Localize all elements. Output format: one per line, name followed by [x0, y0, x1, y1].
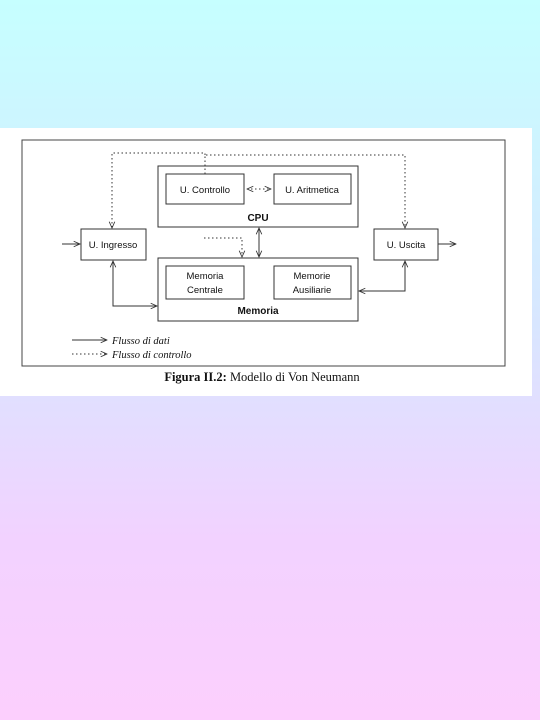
output-unit-label: U. Uscita — [387, 240, 426, 251]
arithmetic-unit-box — [273, 173, 352, 205]
auxiliary-memory-label-2: Ausiliarie — [293, 285, 332, 296]
memory-box — [157, 257, 359, 322]
central-memory-box — [165, 265, 245, 300]
control-to-memory-link — [204, 237, 242, 257]
figure-panel: U. Controllo U. Aritmetica CPU Memoria C… — [0, 128, 532, 396]
cpu-label: CPU — [247, 213, 268, 224]
arithmetic-unit-label: U. Aritmetica — [285, 185, 340, 196]
figure-caption-prefix: Figura II.2: — [164, 370, 227, 384]
von-neumann-diagram: U. Controllo U. Aritmetica CPU Memoria C… — [21, 139, 506, 384]
auxiliary-memory-label-1: Memorie — [294, 271, 331, 282]
control-unit-label: U. Controllo — [180, 185, 230, 196]
central-memory-label-2: Centrale — [187, 285, 223, 296]
legend-control-flow-label: Flusso di controllo — [111, 350, 192, 361]
control-to-output-link — [204, 154, 405, 228]
legend-data-flow-label: Flusso di dati — [111, 336, 170, 347]
figure-caption-text: Modello di Von Neumann — [227, 370, 361, 384]
cpu-box — [157, 165, 359, 228]
input-unit-label: U. Ingresso — [89, 240, 138, 251]
figure-caption: Figura II.2: Modello di Von Neumann — [164, 370, 360, 384]
control-to-input-link — [112, 152, 206, 228]
figure-frame — [21, 139, 506, 367]
central-memory-label-1: Memoria — [187, 271, 225, 282]
memory-label: Memoria — [237, 306, 279, 317]
auxiliary-memory-box — [273, 265, 352, 300]
memory-output-data-link — [359, 261, 405, 291]
input-unit-box — [80, 228, 147, 261]
input-memory-data-link — [113, 261, 157, 306]
